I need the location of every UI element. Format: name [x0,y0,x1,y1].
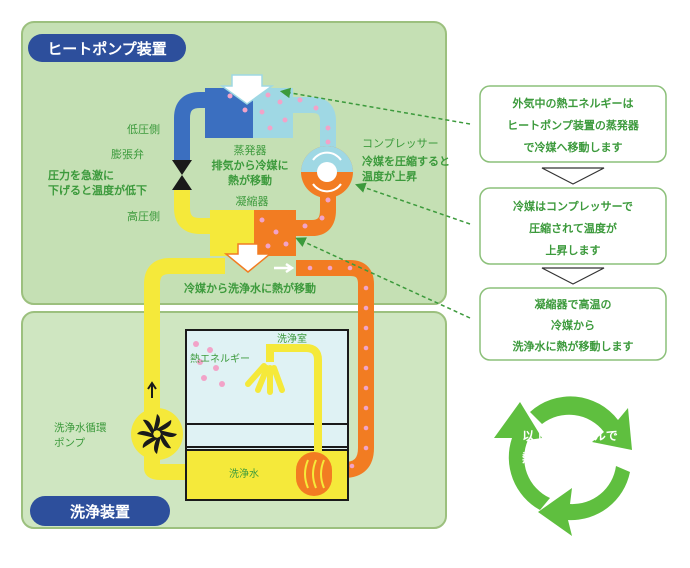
compressor-label: コンプレッサー [362,137,439,150]
heatpump-title-pill [28,34,186,62]
evaporator-inflow-arrow [219,74,275,105]
compressor-note-line1: 冷媒を圧縮すると [362,154,450,168]
heatpump-panel [21,21,447,305]
condenser-outflow-arrow [223,243,273,273]
compressor-rotation-icon [312,151,342,161]
step-box-1 [479,85,667,163]
spray-nozzle-icon [245,363,285,395]
step-1-line3: で冷媒へ移動します [524,140,623,154]
compressor-to-condenser-pipe [295,195,336,236]
step-2-line3: 上昇します [546,243,601,257]
expansion-valve-label: 膨張弁 [111,147,144,161]
step-box-3 [479,287,667,361]
step-1-line2: ヒートポンプ装置の蒸発器 [507,118,640,132]
heatpump-title: ヒートポンプ装置 [47,40,167,58]
evaporator-label: 蒸発器 [234,143,267,157]
step-3-line3: 洗浄水に熱が移動します [513,339,634,353]
evaporator-note-line1: 排気から冷媒に [212,158,289,172]
heat-energy-dots [193,341,225,387]
heat-transfer-note: 冷媒から洗浄水に熱が移動 [184,281,316,295]
step-1-line1: 外気中の熱エネルギーは [512,96,634,110]
cycle-line1: 以上のサイクルで [522,428,617,443]
high-pressure-label: 高圧側 [127,209,160,223]
valve-note-line1: 圧力を急激に [48,168,114,182]
callout-line-1 [279,87,471,125]
pump-flow-arrow [147,381,157,398]
evaporator-note-line2: 熱が移動 [228,173,272,187]
high-pressure-pipe [174,190,210,234]
step-3-line1: 凝縮器で高温の [535,297,612,311]
pump-label-line2: ポンプ [54,437,86,449]
washer-title: 洗浄装置 [70,503,130,521]
pump-impeller-icon [137,414,177,454]
pump-label-line1: 洗浄水循環 [54,421,107,434]
low-pressure-pipe [174,92,205,160]
callout-line-2 [355,182,471,225]
compressor-note-line2: 温度が上昇 [362,169,417,183]
step-box-2 [479,187,667,265]
cold-water-pipe [144,258,225,480]
condenser-label: 凝縮器 [236,194,269,208]
spray-pipe [266,344,322,470]
heat-energy-label: 熱エネルギー [190,352,250,365]
step-2-line1: 冷媒はコンプレッサーで [513,199,633,213]
refrigerant-dots [227,92,331,249]
evap-to-compressor-pipe [290,97,336,148]
washer-title-pill [30,496,170,526]
expansion-valve-icon [172,160,192,190]
compressor-core [317,162,337,182]
low-pressure-label: 低圧側 [127,123,160,136]
wash-room-label: 洗浄室 [277,332,307,345]
compressor-upper [301,146,353,172]
step-arrow-1 [541,167,605,185]
step-2-line2: 圧縮されて温度が [529,221,617,235]
recycle-icon [494,396,632,536]
heater-coil-icon [304,459,325,489]
valve-note-line2: 下げると温度が低下 [48,183,147,197]
cycle-line2: 熱が回収されます [522,450,618,465]
step-arrow-2 [541,267,605,285]
step-3-line2: 冷媒から [551,318,595,332]
wash-water-label: 洗浄水 [229,467,259,480]
flow-arrow-white [274,262,295,274]
callout-line-3 [295,237,471,319]
compressor-rotation-icon-2 [312,183,342,193]
